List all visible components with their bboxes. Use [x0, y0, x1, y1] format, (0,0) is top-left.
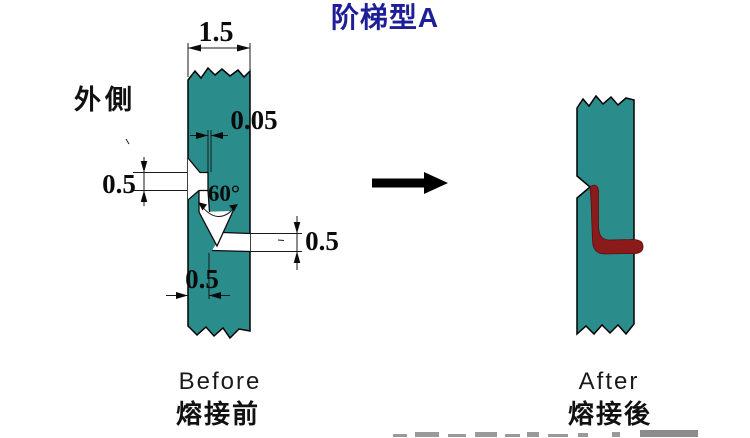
dim-root-gap: 0.05: [190, 105, 278, 172]
seam-edges: [187, 157, 251, 253]
dim-groove-angle-value: 60°: [208, 181, 240, 206]
dim-right-step-value: 0.5: [305, 226, 339, 256]
after-label-en: After: [579, 368, 640, 395]
dim-left-step-value: 0.5: [102, 169, 136, 199]
before-label-en: Before: [179, 368, 262, 395]
diagram-title: 阶梯型A: [331, 2, 439, 33]
dim-left-step: 0.5: [102, 138, 187, 206]
dim-right-step: 0.5: [250, 216, 339, 270]
v-groove-cutout: [199, 211, 233, 246]
joint-seam-cutout: [188, 158, 208, 200]
after-workpiece: [576, 94, 644, 336]
dim-bottom-step: 0.5: [166, 253, 230, 299]
outside-label: 外側: [74, 85, 136, 115]
dim-groove-angle: 60°: [198, 181, 240, 217]
before-label-zh: 熔接前: [176, 399, 260, 429]
dim-bottom-step-value: 0.5: [185, 264, 219, 294]
transform-arrow: [372, 172, 448, 194]
cutoff-text-fragment: [393, 430, 698, 437]
after-label-zh: 熔接後: [568, 399, 652, 429]
dim-top-width: 1.5: [187, 17, 251, 77]
dim-top-width-value: 1.5: [199, 17, 234, 48]
dim-root-gap-value: 0.05: [230, 105, 277, 135]
weld-bead: [589, 184, 644, 255]
after-bar-shape: [576, 94, 635, 336]
